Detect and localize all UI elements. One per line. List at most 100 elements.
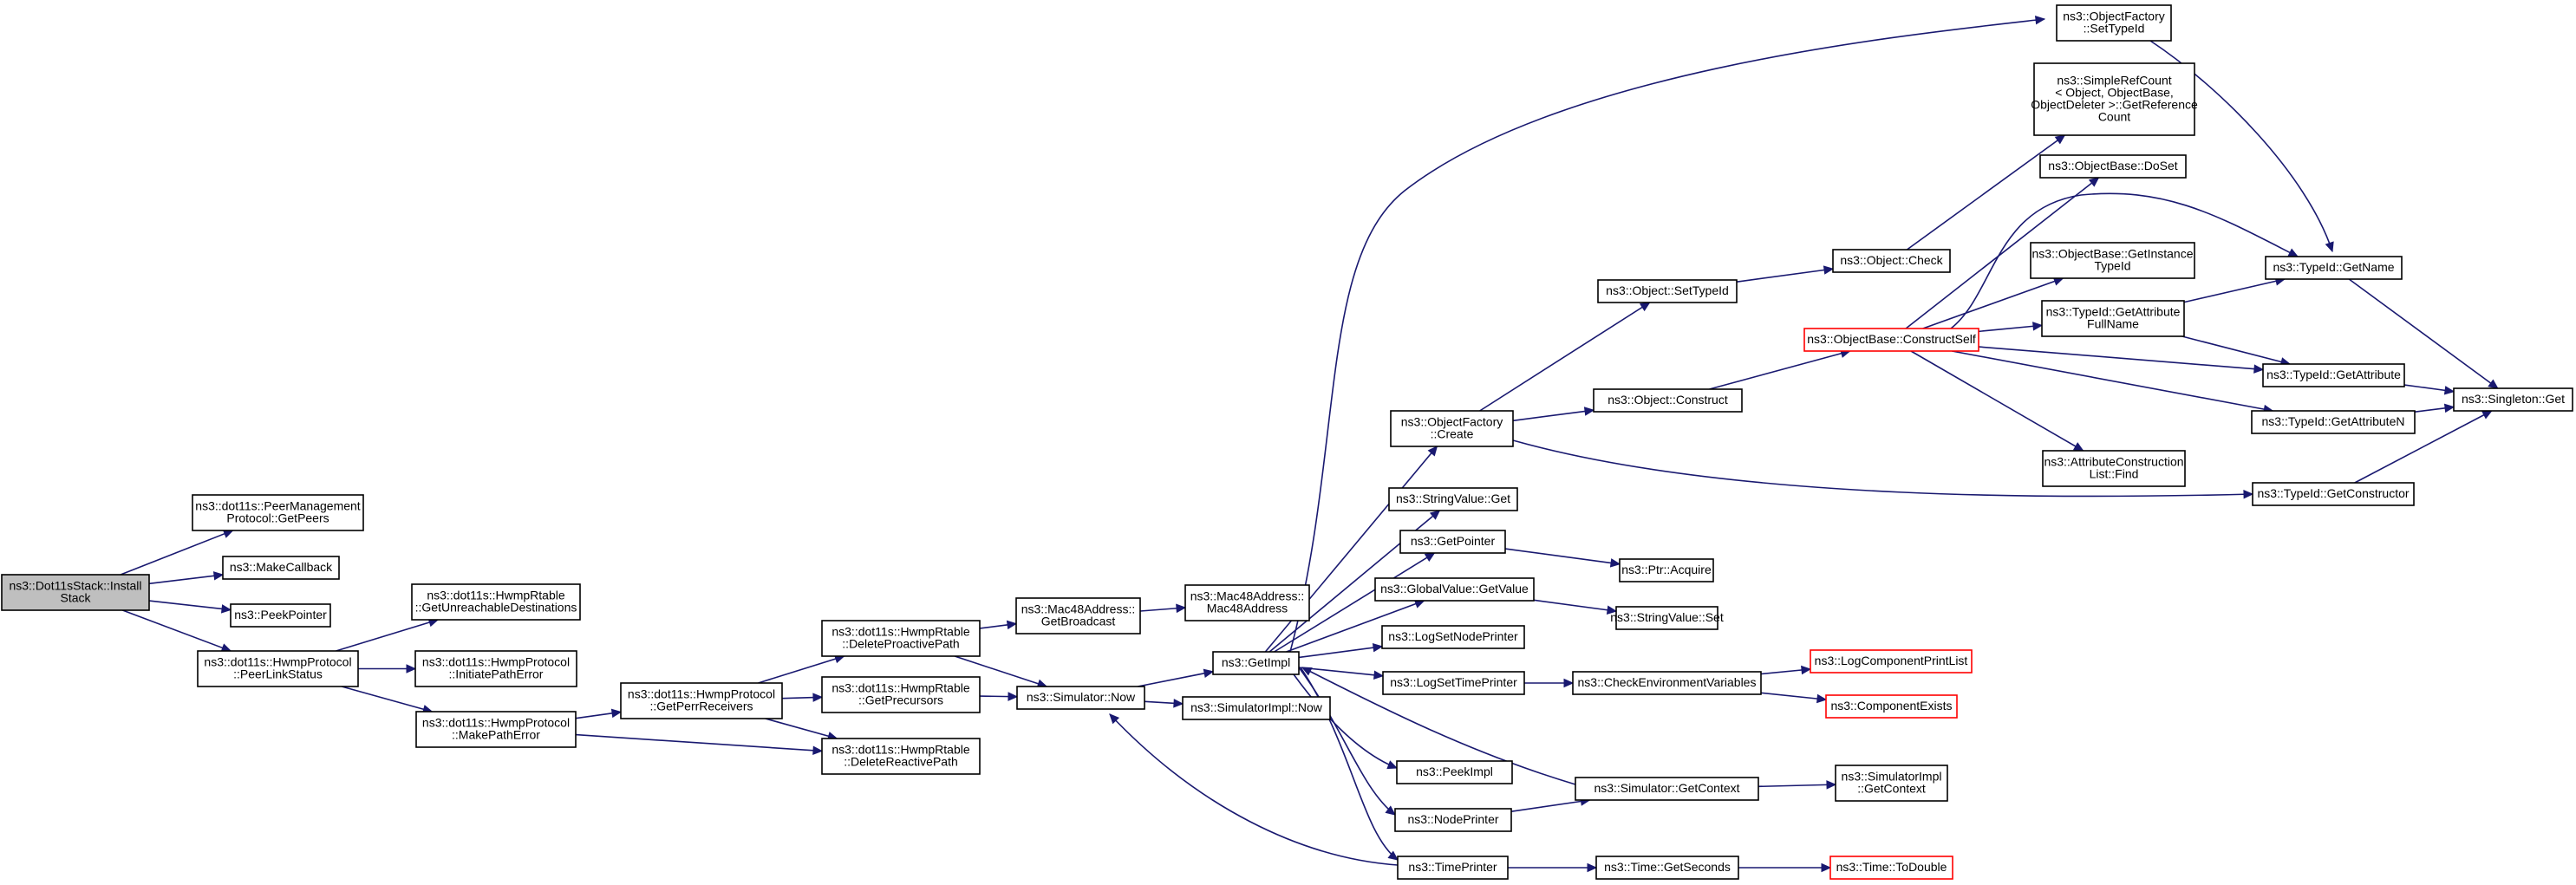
node-objcheck[interactable]: ns3::Object::Check [1832, 249, 1951, 273]
node-mac48[interactable]: ns3::Mac48Address::Mac48Address [1184, 584, 1310, 621]
node-objsettypeid[interactable]: ns3::Object::SetTypeId [1597, 279, 1738, 303]
node-globalvalue[interactable]: ns3::GlobalValue::GetValue [1374, 577, 1535, 602]
edge-line [2354, 410, 2493, 484]
edge-line [336, 619, 439, 652]
node-box [620, 682, 783, 719]
node-label: Count [2098, 110, 2130, 124]
edge-line [1301, 667, 1576, 785]
node-peekimpl[interactable]: ns3::PeekImpl [1396, 760, 1513, 784]
node-simnow[interactable]: ns3::Simulator::Now [1016, 686, 1145, 710]
node-label: List::Find [2090, 467, 2139, 481]
edge-line [1905, 177, 2099, 329]
node-getbroadcast[interactable]: ns3::Mac48Address::GetBroadcast [1015, 597, 1141, 634]
node-simgetctx[interactable]: ns3::Simulator::GetContext [1575, 777, 1759, 801]
node-label: ns3::TypeId::GetConstructor [2257, 486, 2409, 500]
node-getpointer[interactable]: ns3::GetPointer [1399, 530, 1506, 554]
node-label: ns3::dot11s::HwmpProtocol [422, 716, 570, 730]
edge-line [758, 655, 845, 684]
node-singleton[interactable]: ns3::Singleton::Get [2453, 387, 2573, 412]
node-initpatherr[interactable]: ns3::dot11s::HwmpProtocol::InitiatePathE… [414, 650, 577, 687]
edge-line [148, 600, 232, 611]
node-simimplgetctx[interactable]: ns3::SimulatorImpl::GetContext [1835, 765, 1948, 802]
node-peerlinkstatus[interactable]: ns3::dot11s::HwmpProtocol::PeerLinkStatu… [197, 650, 359, 687]
node-label: ns3::Time::ToDouble [1836, 860, 1947, 874]
node-strvalset[interactable]: ns3::StringValue::Set [1610, 606, 1724, 630]
node-box [1015, 597, 1141, 634]
edge-line [1137, 671, 1214, 687]
node-lognodeprinter[interactable]: ns3::LogSetNodePrinter [1381, 625, 1525, 649]
node-label: ::GetPerrReceivers [649, 700, 753, 713]
edge-getimpl-to-ofsettypeid [1289, 15, 2046, 653]
node-timeprinter[interactable]: ns3::TimePrinter [1397, 856, 1509, 880]
node-delreactive[interactable]: ns3::dot11s::HwmpRtable::DeleteReactiveP… [821, 738, 981, 775]
node-tidgetconstr[interactable]: ns3::TypeId::GetConstructor [2252, 482, 2415, 506]
node-getimpl[interactable]: ns3::GetImpl [1212, 651, 1300, 675]
node-label: ns3::MakeCallback [230, 560, 333, 574]
node-todouble[interactable]: ns3::Time::ToDouble [1829, 856, 1953, 880]
node-logcomplist[interactable]: ns3::LogComponentPrintList [1810, 649, 1973, 674]
node-delproactive[interactable]: ns3::dot11s::HwmpRtable::DeleteProactive… [821, 620, 981, 657]
edge-tidgetattr-to-singleton [2403, 384, 2455, 395]
edge-line [1298, 646, 1383, 659]
node-checkenv[interactable]: ns3::CheckEnvironmentVariables [1572, 671, 1762, 695]
node-simimplnow[interactable]: ns3::SimulatorImpl::Now [1182, 696, 1331, 720]
node-label: ns3::GetImpl [1222, 655, 1290, 669]
edge-line [1978, 324, 2043, 333]
node-box [2262, 363, 2405, 387]
node-makecallback[interactable]: ns3::MakeCallback [222, 556, 340, 580]
node-label: ns3::ObjectBase::GetInstance [2032, 247, 2194, 261]
node-logtimeprinter[interactable]: ns3::LogSetTimePrinter [1382, 671, 1525, 695]
node-constructself[interactable]: ns3::ObjectBase::ConstructSelf [1803, 328, 1979, 352]
node-nodeprinter[interactable]: ns3::NodePrinter [1394, 808, 1512, 832]
node-box [1374, 577, 1535, 602]
node-makepatherr[interactable]: ns3::dot11s::HwmpProtocol::MakePathError [415, 711, 577, 748]
node-strvalget[interactable]: ns3::StringValue::Get [1388, 487, 1518, 511]
node-label: Mac48Address [1207, 602, 1288, 615]
node-label: ns3::dot11s::PeerManagement [195, 499, 361, 513]
edge-arrowhead [1301, 667, 1313, 676]
node-label: ns3::TypeId::GetAttribute [2266, 368, 2401, 381]
edge-simgetctx-to-getimpl [1301, 667, 1576, 785]
edge-objfactcreate-to-tidgetconstr [1512, 439, 2254, 499]
edge-line [1922, 277, 2064, 329]
node-compexists[interactable]: ns3::ComponentExists [1825, 694, 1958, 719]
edge-arrowhead [1203, 668, 1215, 679]
node-ofsettypeid[interactable]: ns3::ObjectFactory::SetTypeId [2056, 4, 2172, 42]
node-getpeers[interactable]: ns3::dot11s::PeerManagementProtocol::Get… [192, 494, 364, 531]
node-box [2042, 450, 2186, 487]
node-simplerefcount[interactable]: ns3::SimpleRefCount< Object, ObjectBase,… [2031, 62, 2198, 136]
node-ptracquire[interactable]: ns3::Ptr::Acquire [1619, 558, 1714, 582]
edge-constructself-to-tidgetattr [1978, 346, 2265, 374]
node-timegetsec[interactable]: ns3::Time::GetSeconds [1595, 856, 1739, 880]
node-objfactcreate[interactable]: ns3::ObjectFactory::Create [1390, 410, 1514, 447]
edge-arrowhead [1372, 642, 1384, 653]
edge-arrowhead [2443, 386, 2455, 395]
node-getprecursors[interactable]: ns3::dot11s::HwmpRtable::GetPrecursors [821, 676, 981, 713]
edge-arrowhead [1173, 699, 1184, 708]
node-label: ns3::Object::Construct [1608, 393, 1728, 407]
edge-line [1906, 134, 2065, 251]
node-tidgetattrn[interactable]: ns3::TypeId::GetAttributeN [2251, 410, 2416, 434]
edge-timeprinter-to-simnow [1109, 713, 1399, 866]
node-box [2039, 154, 2187, 179]
node-box [1810, 649, 1973, 674]
edge-arrowhead [1006, 620, 1018, 630]
node-objconstruct[interactable]: ns3::Object::Construct [1593, 388, 1743, 413]
node-tidgetname[interactable]: ns3::TypeId::GetName [2265, 256, 2403, 280]
node-tidgetattr[interactable]: ns3::TypeId::GetAttribute [2262, 363, 2405, 387]
node-getperrrecv[interactable]: ns3::dot11s::HwmpProtocol::GetPerrReceiv… [620, 682, 783, 719]
node-label: ::SetTypeId [2084, 22, 2145, 36]
edge-arrowhead [1386, 760, 1399, 770]
node-label: ns3::AttributeConstruction [2044, 455, 2183, 469]
node-doset[interactable]: ns3::ObjectBase::DoSet [2039, 154, 2187, 179]
edge-line [1533, 599, 1617, 612]
node-peekpointer[interactable]: ns3::PeekPointer [230, 603, 331, 628]
node-label: ::GetPrecursors [858, 693, 943, 707]
node-getunreach[interactable]: ns3::dot11s::HwmpRtable::GetUnreachableD… [411, 583, 581, 621]
node-box [1390, 410, 1514, 447]
edge-line [1760, 692, 1827, 700]
